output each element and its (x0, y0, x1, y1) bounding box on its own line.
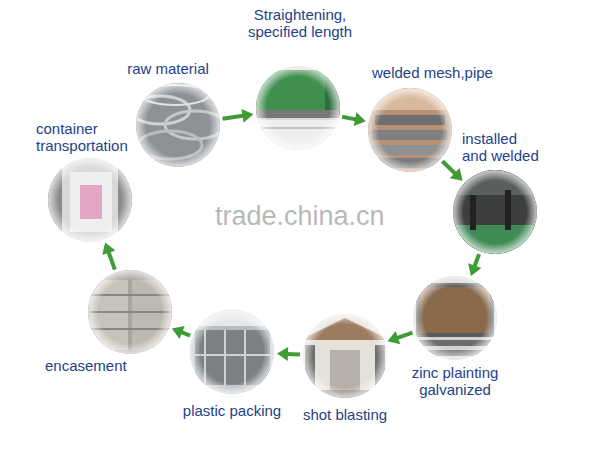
process-step: shot blasting (303, 314, 387, 398)
step-label: plastic packing (172, 402, 292, 419)
assembly-photo (450, 165, 540, 260)
shot-blasting-photo (300, 312, 390, 402)
process-step: Straightening, specified length (256, 66, 340, 150)
step-label: Straightening, specified length (240, 6, 360, 40)
process-step: installed and welded (453, 170, 537, 254)
arrow-head (102, 242, 115, 255)
step-label: zinc plainting galvanized (390, 364, 520, 398)
step-label: shot blasting (290, 406, 400, 423)
arrow-head (172, 326, 185, 339)
galvanized-frame-photo (410, 272, 500, 364)
arrow-head (242, 109, 254, 123)
step-label: encasement (45, 357, 145, 374)
flow-arrow (223, 109, 254, 123)
process-step: encasement (88, 270, 172, 354)
watermark: trade.china.cn (215, 201, 385, 232)
straightening-machine-photo (250, 60, 350, 160)
flow-arrow (102, 242, 115, 269)
arrow-head (354, 112, 366, 126)
step-label: raw material (112, 60, 224, 77)
flow-arrow (342, 112, 366, 126)
step-label: welded mesh,pipe (372, 64, 512, 81)
arrow-head (277, 347, 288, 361)
container-photo (46, 156, 136, 246)
process-step: container transportation (48, 158, 132, 242)
step-label: container transportation (36, 120, 148, 154)
arrow-head (450, 168, 463, 181)
process-step: plastic packing (190, 310, 274, 394)
arrow-shaft (286, 352, 300, 356)
arrow-shaft (108, 251, 115, 270)
arrow-head (468, 263, 481, 276)
welded-mesh-photo (365, 85, 455, 175)
arrow-head (388, 331, 401, 344)
wire-coil-photo (130, 80, 230, 170)
arrow-shaft (474, 254, 479, 267)
arrow-shaft (442, 161, 456, 174)
arrow-shaft (396, 333, 412, 339)
encasement-photo (86, 268, 176, 358)
arrow-shaft (342, 117, 357, 120)
arrow-shaft (223, 116, 245, 119)
plastic-packing-photo (188, 308, 278, 398)
flow-arrow (442, 161, 462, 181)
process-step: raw material (136, 83, 220, 167)
flow-arrow (277, 347, 300, 361)
flow-arrow (388, 331, 413, 344)
process-step: zinc plainting galvanized (413, 276, 497, 360)
step-label: installed and welded (462, 130, 544, 164)
flow-arrow (468, 254, 481, 276)
process-step: welded mesh,pipe (368, 88, 452, 172)
flow-arrow (172, 326, 190, 339)
